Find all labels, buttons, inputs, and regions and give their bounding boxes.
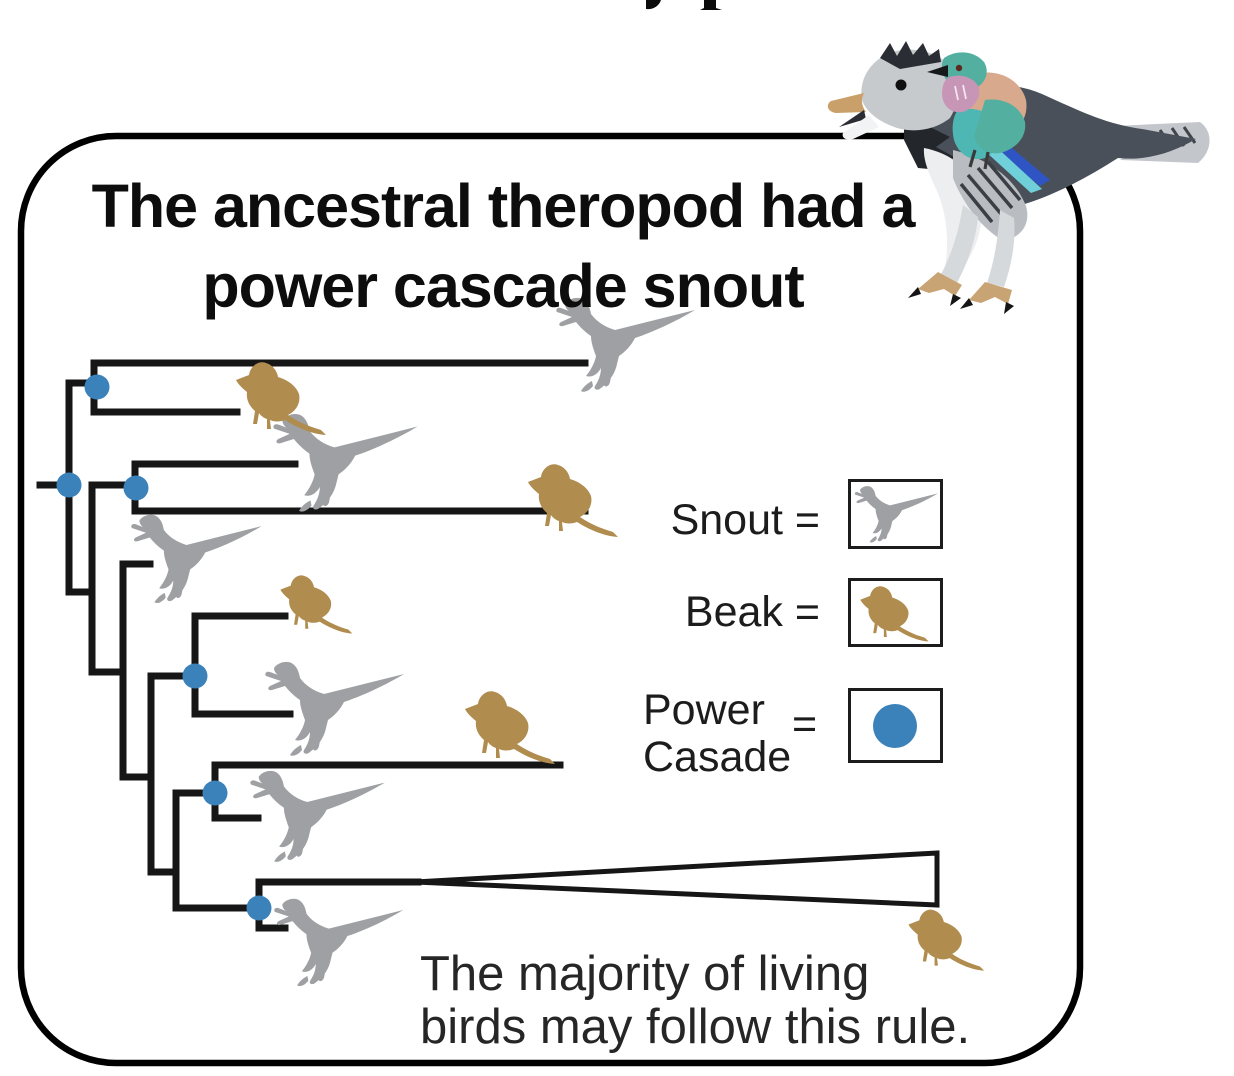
legend-box-snout <box>848 479 943 549</box>
roller-throat <box>942 75 980 113</box>
roller-wing <box>974 99 1026 154</box>
theropod-claws <box>908 287 1014 314</box>
theropod-foot-front <box>918 272 962 296</box>
figure-caption: The majority of living birds may follow … <box>420 948 1040 1054</box>
power-cascade-node-clade-10-11 <box>246 895 272 921</box>
beak-icon <box>860 586 929 642</box>
legend-label-power-cascade: Power Casade <box>643 687 791 781</box>
roller-wing-cyan <box>986 144 1042 193</box>
power-cascade-nodes <box>56 374 272 921</box>
legend-label-beak: Beak = <box>684 588 820 636</box>
legend-label-snout: Snout = <box>670 496 820 544</box>
legend-box-power-cascade <box>848 688 943 763</box>
power-cascade-node-clade-6-7 <box>182 663 208 689</box>
snout-icon <box>854 486 938 543</box>
legend-box-beak <box>848 578 943 647</box>
theropod-beak <box>827 93 866 113</box>
theropod-lower-jaw <box>842 115 879 140</box>
theropod-mouth-gape <box>839 110 866 127</box>
collapsed-clade-triangle <box>414 850 940 908</box>
caption-line-2: birds may follow this rule. <box>420 1000 971 1054</box>
theropod-leg-rear <box>987 210 1015 287</box>
theropod-leg-front <box>940 205 978 283</box>
power-cascade-node-root <box>56 472 82 498</box>
legend-label-power-line1: Power <box>643 686 765 734</box>
power-cascade-node-clade-8-9 <box>202 780 228 806</box>
power-cascade-icon <box>873 704 917 748</box>
title-line-1: The ancestral theropod had a <box>91 172 916 240</box>
theropod-foot-rear <box>969 282 1012 304</box>
roller-eye <box>955 64 963 72</box>
title-line-2: power cascade snout <box>202 252 804 320</box>
power-cascade-node-clade-3-4 <box>123 475 149 501</box>
power-cascade-node-clade-1-2 <box>84 374 110 400</box>
caption-line-1: The majority of living <box>420 947 870 1001</box>
legend-label-power-line2: Casade <box>643 733 792 781</box>
roller-bill <box>927 65 948 77</box>
tree-branches <box>36 359 589 932</box>
roller-bird-illustration <box>927 52 1050 193</box>
theropod-crest <box>880 41 941 69</box>
theropod-eye <box>895 79 907 91</box>
legend-power-equals: = <box>792 700 818 748</box>
figure-title: The ancestral theropod had a power casca… <box>28 166 978 326</box>
roller-legs <box>968 149 990 170</box>
cropped-text-fragment <box>646 0 722 10</box>
figure-panel-border <box>17 132 1084 1067</box>
